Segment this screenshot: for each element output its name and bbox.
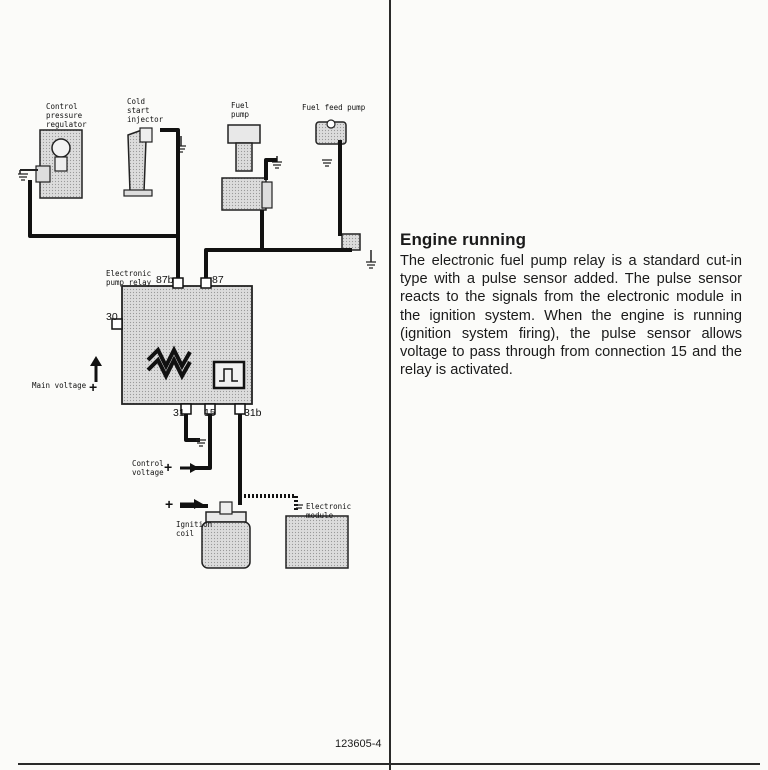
bottom-rule bbox=[18, 763, 760, 765]
terminal-87b: 87b bbox=[156, 274, 174, 286]
ignition-coil bbox=[201, 501, 251, 569]
fuel-feed-pump bbox=[315, 119, 347, 167]
plus-main-voltage: + bbox=[89, 379, 97, 395]
page-divider bbox=[389, 0, 391, 770]
label-electronic-module: Electronic module bbox=[306, 502, 356, 520]
control-pressure-regulator bbox=[18, 129, 83, 199]
terminal-30: 30 bbox=[106, 311, 118, 323]
text-panel: Engine running The electronic fuel pump … bbox=[400, 230, 742, 379]
ignition-plus-arrow bbox=[180, 499, 203, 509]
cold-start-injector bbox=[123, 127, 186, 197]
signal-wire bbox=[240, 494, 298, 510]
terminal-31: 31 bbox=[173, 407, 185, 419]
section-body: The electronic fuel pump relay is a stan… bbox=[400, 253, 742, 379]
electronic-pump-relay bbox=[111, 277, 253, 415]
electronic-module bbox=[285, 515, 349, 569]
terminal-31b: 31b bbox=[244, 407, 262, 419]
figure-number: 123605-4 bbox=[335, 738, 382, 750]
main-voltage-arrow bbox=[90, 356, 102, 382]
label-fuel-pump: Fuel pump bbox=[231, 101, 254, 119]
control-voltage-arrow bbox=[180, 463, 199, 473]
fuel-pump bbox=[221, 124, 282, 211]
label-control-pressure-regulator: Control pressure regulator bbox=[46, 102, 87, 129]
label-fuel-feed-pump: Fuel feed pump bbox=[302, 103, 366, 112]
label-main-voltage: Main voltage bbox=[32, 381, 87, 390]
label-electronic-pump-relay: Electronic pump relay bbox=[106, 269, 156, 287]
wiring-diagram: Control pressure regulator Cold start in… bbox=[18, 97, 376, 569]
terminal-15: 15 bbox=[204, 407, 216, 419]
section-heading: Engine running bbox=[400, 230, 527, 249]
label-control-voltage: Control voltage bbox=[132, 459, 168, 477]
terminal-87: 87 bbox=[212, 274, 224, 286]
label-ignition-coil: Ignition coil bbox=[176, 520, 217, 538]
plus-control-voltage: + bbox=[164, 459, 172, 475]
plus-ignition: + bbox=[165, 496, 173, 512]
label-cold-start-injector: Cold start injector bbox=[127, 97, 164, 124]
